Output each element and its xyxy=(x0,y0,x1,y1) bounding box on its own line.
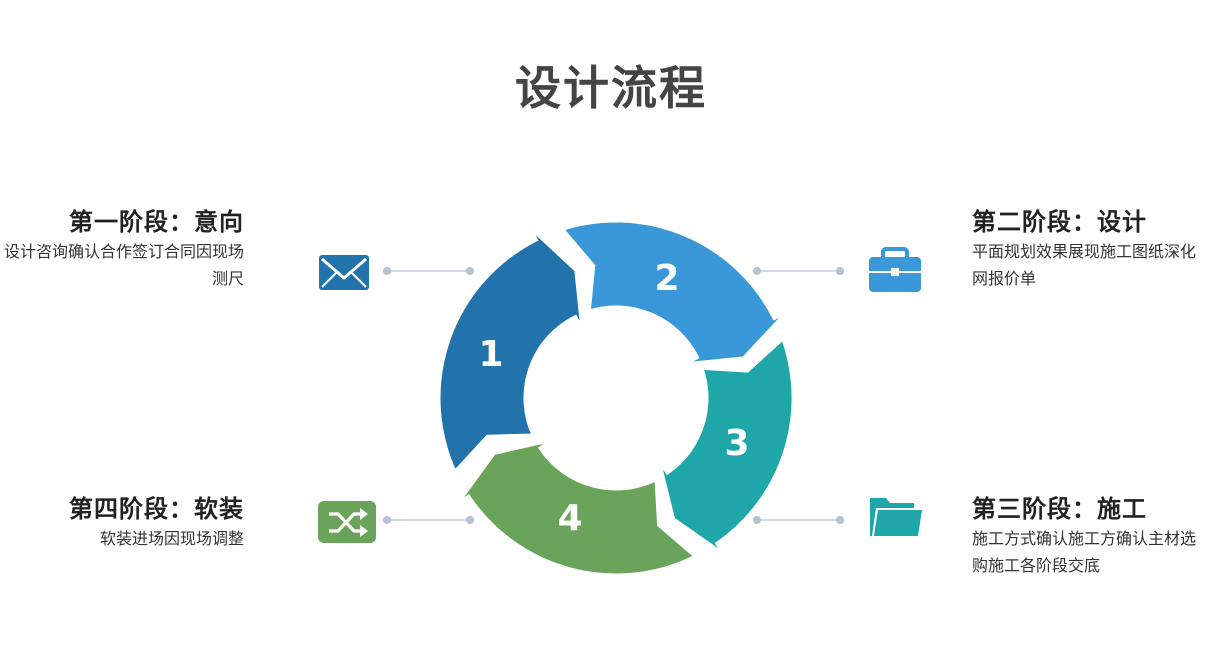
connector-2 xyxy=(752,266,845,276)
segment-number-3: 3 xyxy=(724,423,749,464)
stage-4-desc: 软装进场因现场调整 xyxy=(99,529,244,548)
cycle-segments xyxy=(435,217,797,579)
stage-2-title: 第二阶段：设计 xyxy=(972,208,1147,236)
stage-3-title: 第三阶段：施工 xyxy=(972,495,1147,523)
connector-4 xyxy=(382,515,475,525)
connector-3 xyxy=(752,515,845,525)
page-title: 设计流程 xyxy=(515,61,707,115)
cycle-segment-3 xyxy=(654,332,797,561)
stage-2-desc: 平面规划效果展现施工图纸深化网报价单 xyxy=(972,242,1197,288)
segment-number-2: 2 xyxy=(654,258,679,299)
connector-lines xyxy=(382,266,845,525)
stage-1-desc: 设计咨询确认合作签订合同因现场测尺 xyxy=(4,242,245,288)
cycle-segment-4 xyxy=(451,435,702,579)
stage-3-desc: 施工方式确认施工方确认主材选购施工各阶段交底 xyxy=(972,529,1197,575)
cycle-numbers: 1 2 3 4 xyxy=(478,258,749,539)
cycle-segment-1 xyxy=(435,221,586,478)
segment-number-4: 4 xyxy=(557,498,582,539)
briefcase-icon xyxy=(869,247,921,292)
stage-4-title: 第四阶段：软装 xyxy=(69,495,244,523)
stage-1-title: 第一阶段：意向 xyxy=(69,208,244,236)
cycle-segment-2 xyxy=(556,217,793,368)
folder-icon xyxy=(870,498,922,536)
shuffle-icon xyxy=(318,501,376,543)
segment-number-1: 1 xyxy=(478,334,503,375)
envelope-icon xyxy=(319,255,369,290)
connector-1 xyxy=(382,266,475,276)
